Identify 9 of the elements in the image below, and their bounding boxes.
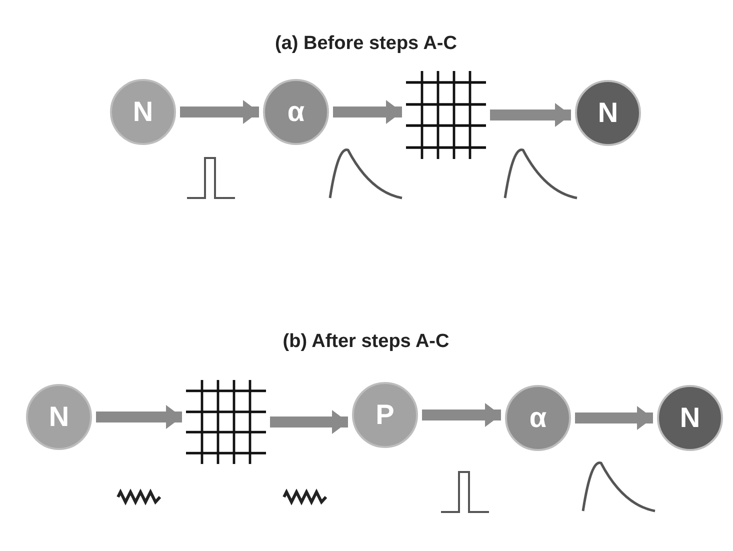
- arrow: [422, 403, 501, 427]
- arrow: [575, 406, 653, 430]
- panel-title: (b) After steps A-C: [282, 330, 450, 354]
- panel-title: (a) Before steps A-C: [275, 32, 457, 56]
- arrow: [270, 410, 348, 434]
- arrow: [333, 100, 402, 124]
- arrow: [490, 103, 571, 127]
- arrow: [180, 100, 259, 124]
- arrow: [96, 405, 182, 429]
